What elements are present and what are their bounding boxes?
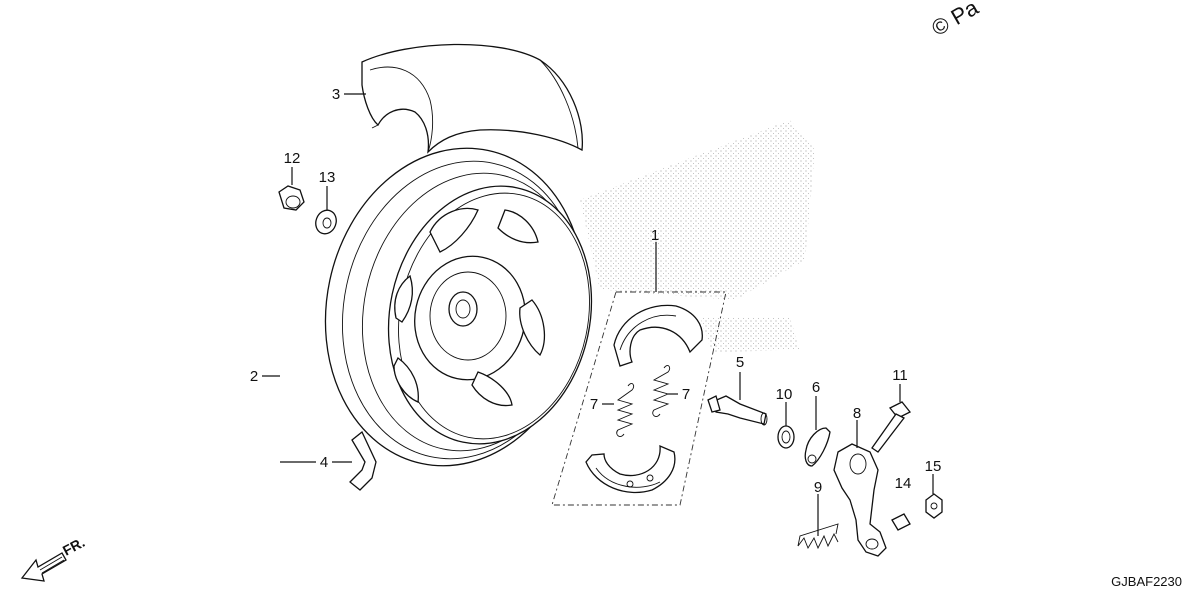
brake-shoe-lower-part-1	[585, 444, 676, 494]
leader-lines	[262, 93, 934, 536]
callout-7-right: 7	[682, 386, 690, 403]
bolt-part-11	[871, 401, 912, 453]
wheel-rim-part-2	[324, 147, 593, 467]
nut-part-15	[925, 493, 943, 519]
callout-3: 3	[332, 86, 340, 103]
callout-4: 4	[320, 454, 328, 471]
background-shading	[580, 120, 815, 352]
callout-10: 10	[776, 386, 793, 403]
front-direction-arrow: FR.	[20, 534, 87, 582]
nut-part-12	[278, 185, 305, 211]
callout-15: 15	[925, 458, 942, 475]
callout-11: 11	[892, 367, 908, 384]
callout-8: 8	[853, 405, 861, 422]
washer-part-10	[777, 425, 795, 449]
callout-2: 2	[250, 368, 258, 385]
spring-right-part-7	[652, 365, 671, 417]
joint-part-14	[891, 513, 911, 531]
indicator-plate-part-6	[804, 427, 831, 467]
callout-12: 12	[284, 150, 301, 167]
brake-shoe-group-outline	[551, 291, 727, 506]
tire-part-3	[361, 43, 584, 154]
front-direction-label: FR.	[60, 534, 87, 559]
callout-6: 6	[812, 379, 820, 396]
brake-arm-part-8	[833, 443, 887, 557]
washer-part-13	[315, 209, 337, 235]
spring-left-part-7	[616, 383, 635, 437]
brake-cam-part-5	[707, 395, 768, 426]
callout-7-left: 7	[590, 396, 598, 413]
callout-5: 5	[736, 354, 744, 371]
brake-shoe-upper-part-1	[613, 304, 703, 367]
diagram-code: GJBAF2230	[1111, 574, 1182, 589]
spring-part-9	[797, 523, 839, 550]
callout-14: 14	[895, 475, 912, 492]
valve-stem-part-4	[349, 430, 377, 491]
watermark-text: © Pa	[927, 0, 983, 41]
callout-9: 9	[814, 479, 822, 496]
callout-13: 13	[319, 169, 336, 186]
callout-1: 1	[651, 227, 659, 244]
